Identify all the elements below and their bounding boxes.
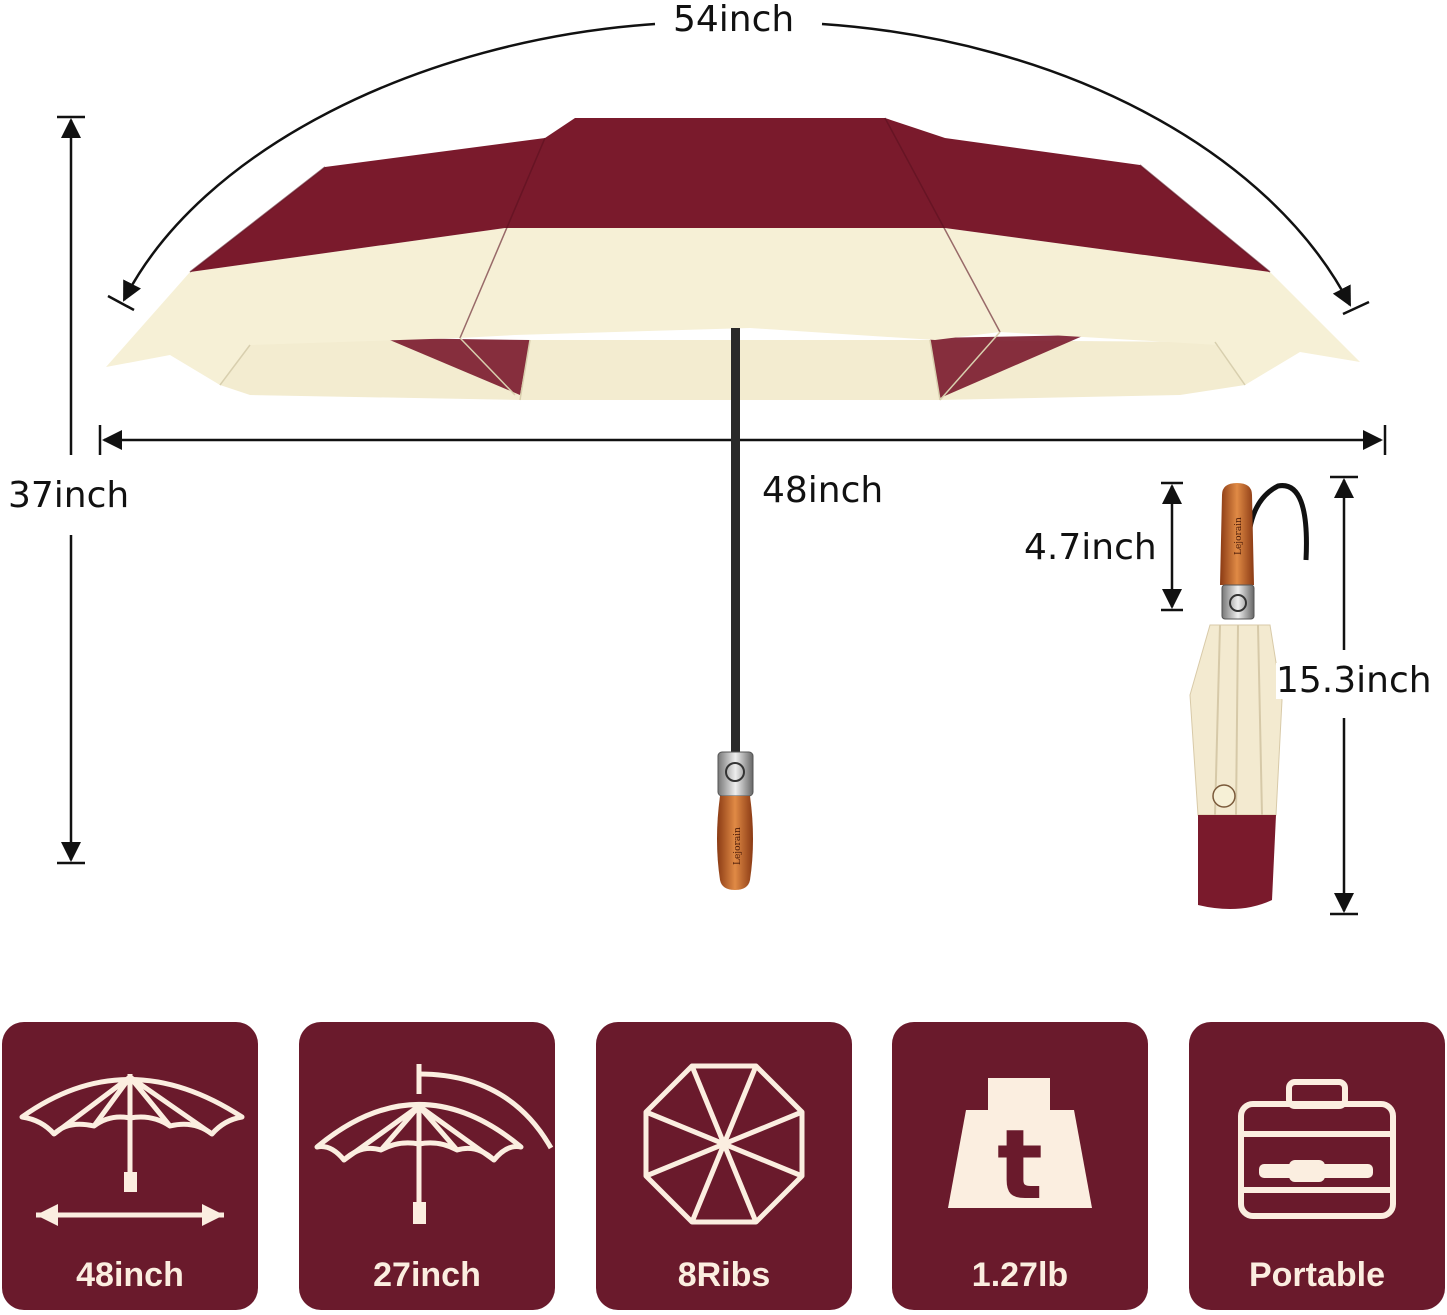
diameter-label: 48inch	[762, 470, 884, 511]
umbrella-illustration: Lejorain Lejorain	[57, 22, 1387, 916]
feature-label-ribs: 8Ribs	[677, 1256, 771, 1294]
folded-canopy-burgundy	[1198, 815, 1276, 909]
svg-text:Lejorain: Lejorain	[1234, 517, 1244, 555]
svg-text:t: t	[997, 1109, 1043, 1221]
feature-tile-ribs: 8Ribs	[596, 1022, 852, 1310]
folded-handle	[1220, 483, 1254, 585]
canopy-cream-band	[106, 228, 1360, 385]
handle	[717, 796, 753, 890]
open-umbrella-span-icon	[19, 1074, 245, 1226]
product-scene: Lejorain Lejorain 54inch 37inch 48inch 4…	[8, 2, 1432, 916]
handle-length-label: 4.7inch	[1024, 527, 1157, 568]
arc-dimension-line	[122, 22, 656, 302]
feature-tile-span: 48inch	[2, 1022, 258, 1310]
feature-label-height: 27inch	[373, 1256, 481, 1294]
feature-tile-weight: t 1.27lb	[892, 1022, 1148, 1310]
height-label: 37inch	[8, 475, 130, 516]
feature-label-weight: 1.27lb	[971, 1256, 1069, 1294]
shaft	[731, 328, 740, 758]
feature-label-portable: Portable	[1248, 1256, 1386, 1294]
briefcase-icon	[1238, 1079, 1396, 1219]
canopy-burgundy-top	[190, 118, 1270, 272]
feature-label-span: 48inch	[76, 1256, 184, 1294]
feature-tile-height: 27inch	[299, 1022, 555, 1310]
arc-length-label: 54inch	[665, 2, 803, 38]
umbrella-height-icon	[314, 1064, 554, 1224]
arc-dimension-line-right	[821, 22, 1352, 307]
folded-length-label: 15.3inch	[1276, 660, 1432, 701]
feature-tiles: 48inch 27inch 8Ribs	[0, 1022, 1447, 1312]
feature-tile-portable: Portable	[1189, 1022, 1445, 1310]
handle-brand-text: Lejorain	[733, 827, 743, 865]
weight-icon: t	[948, 1078, 1092, 1221]
octagon-ribs-icon	[643, 1063, 805, 1225]
